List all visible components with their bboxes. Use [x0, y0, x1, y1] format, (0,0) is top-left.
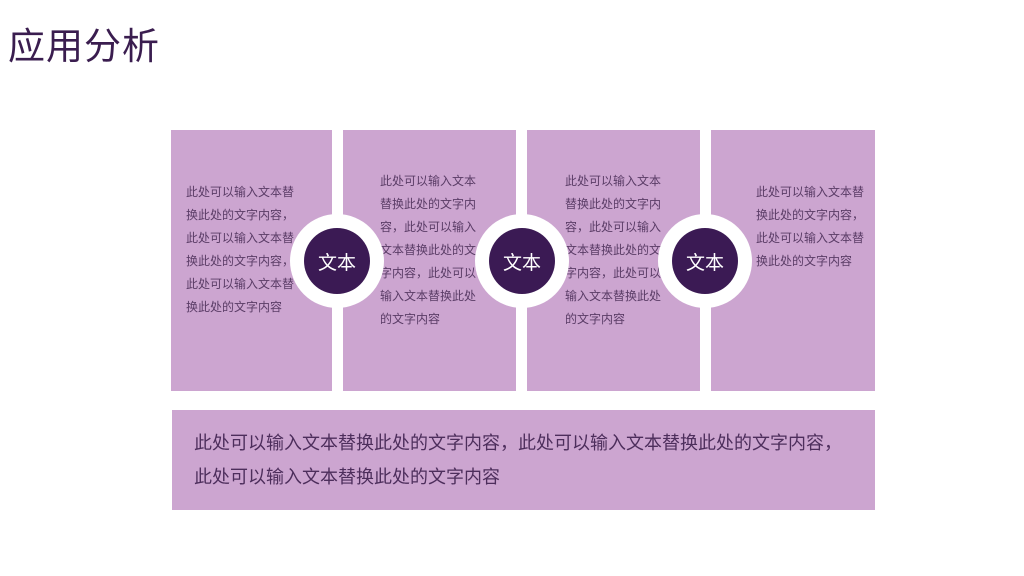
connector-circle-2: 文本 [475, 214, 569, 308]
panel-text: 此处可以输入文本替换此处的文字内容，此处可以输入文本替换此处的文字内容 [756, 185, 865, 268]
panel-text: 此处可以输入文本替换此处的文字内容，此处可以输入文本替换此处的文字内容，此处可以… [380, 174, 477, 326]
connector-circle-3: 文本 [658, 214, 752, 308]
page-title: 应用分析 [8, 25, 160, 68]
summary-panel: 此处可以输入文本替换此处的文字内容，此处可以输入文本替换此处的文字内容，此处可以… [172, 410, 875, 510]
circle-label: 文本 [489, 228, 555, 294]
connector-circle-1: 文本 [290, 214, 384, 308]
circle-label: 文本 [672, 228, 738, 294]
circle-label: 文本 [304, 228, 370, 294]
panel-text: 此处可以输入文本替换此处的文字内容，此处可以输入文本替换此处的文字内容，此处可以… [186, 185, 295, 314]
summary-text: 此处可以输入文本替换此处的文字内容，此处可以输入文本替换此处的文字内容，此处可以… [194, 433, 842, 488]
panel-text: 此处可以输入文本替换此处的文字内容，此处可以输入文本替换此处的文字内容，此处可以… [565, 174, 662, 326]
